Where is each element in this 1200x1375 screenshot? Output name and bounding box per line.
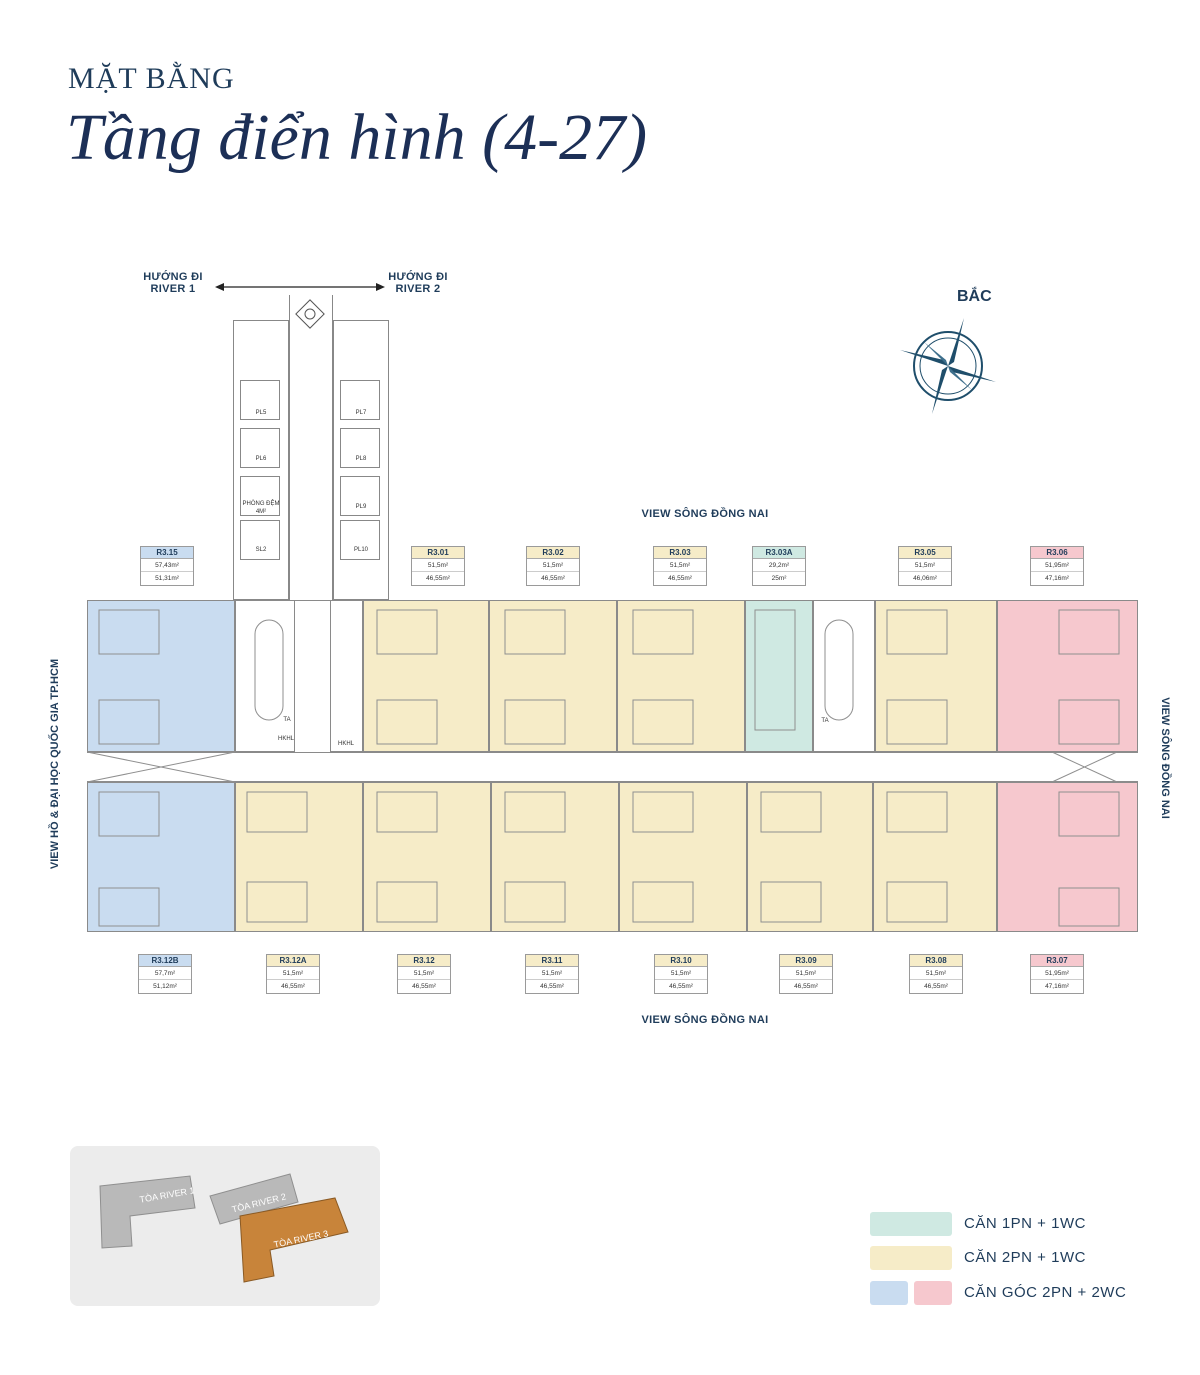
view-top-label: VIEW SÔNG ĐỒNG NAI	[641, 508, 769, 520]
lift-pl6: PL6	[240, 428, 280, 468]
corridor	[87, 752, 1138, 782]
lift-pl8: PL8	[340, 428, 380, 468]
lift-pl9: PL9	[340, 476, 380, 516]
unit-r3-12[interactable]	[363, 782, 491, 932]
page-subtitle: MẶT BẰNG	[68, 62, 235, 95]
ta-label-right: TA	[821, 718, 829, 724]
corridor-north	[289, 295, 333, 600]
unit-r3-12a[interactable]	[235, 782, 363, 932]
hkhl-label-left: HKHL	[277, 736, 294, 742]
page-title: Tầng điển hình (4-27)	[66, 101, 648, 174]
legend-label-2pn: CĂN 2PN + 1WC	[964, 1249, 1086, 1266]
north-label: BẮC	[957, 288, 992, 305]
stair-core-right	[813, 600, 875, 752]
legend-swatch-corner-pink	[914, 1281, 952, 1305]
unit-r3-11[interactable]	[491, 782, 619, 932]
stair-core-left	[235, 600, 295, 752]
unit-r3-12b[interactable]	[87, 782, 235, 932]
entrance-symbol-icon	[295, 299, 325, 329]
double-arrow-icon	[215, 283, 385, 291]
legend-swatch-1pn	[870, 1212, 952, 1236]
view-left-label: VIEW HỒ & ĐẠI HỌC QUỐC GIA TP.HCM	[49, 658, 61, 870]
compass-icon	[900, 318, 996, 414]
ta-label-left: TA	[283, 717, 291, 723]
unit-r3-02[interactable]	[489, 600, 617, 752]
lift-sl2: SL2	[240, 520, 280, 560]
hkhl-label-right: HKHL	[337, 741, 354, 747]
unit-r3-07[interactable]	[997, 782, 1138, 932]
view-right-label: VIEW SÔNG ĐỒNG NAI	[1159, 697, 1171, 819]
lift-pl10: PL10	[340, 520, 380, 560]
site-keymap: TÒA RIVER 1 TÒA RIVER 2 TÒA RIVER 3	[70, 1146, 380, 1306]
unit-r3-05[interactable]	[875, 600, 997, 752]
unit-r3-10[interactable]	[619, 782, 747, 932]
view-bottom-label: VIEW SÔNG ĐỒNG NAI	[641, 1014, 769, 1026]
lift-pl5: PL5	[240, 380, 280, 420]
unit-r3-09[interactable]	[747, 782, 873, 932]
unit-r3-06[interactable]	[997, 600, 1138, 752]
buffer-room: PHÒNG ĐỆM 4M²	[240, 476, 280, 516]
service-core	[330, 600, 363, 752]
lift-pl7: PL7	[340, 380, 380, 420]
legend-label-1pn: CĂN 1PN + 1WC	[964, 1215, 1086, 1232]
legend-swatch-2pn	[870, 1246, 952, 1270]
legend-label-corner: CĂN GÓC 2PN + 2WC	[964, 1284, 1127, 1301]
unit-r3-08[interactable]	[873, 782, 997, 932]
unit-r3-03[interactable]	[617, 600, 745, 752]
unit-r3-01[interactable]	[363, 600, 489, 752]
unit-r3-03a[interactable]	[745, 600, 813, 752]
site-keymap-drawing	[99, 1173, 349, 1283]
room-layout-lines	[87, 609, 1138, 927]
legend-swatch-corner-blue	[870, 1281, 908, 1305]
